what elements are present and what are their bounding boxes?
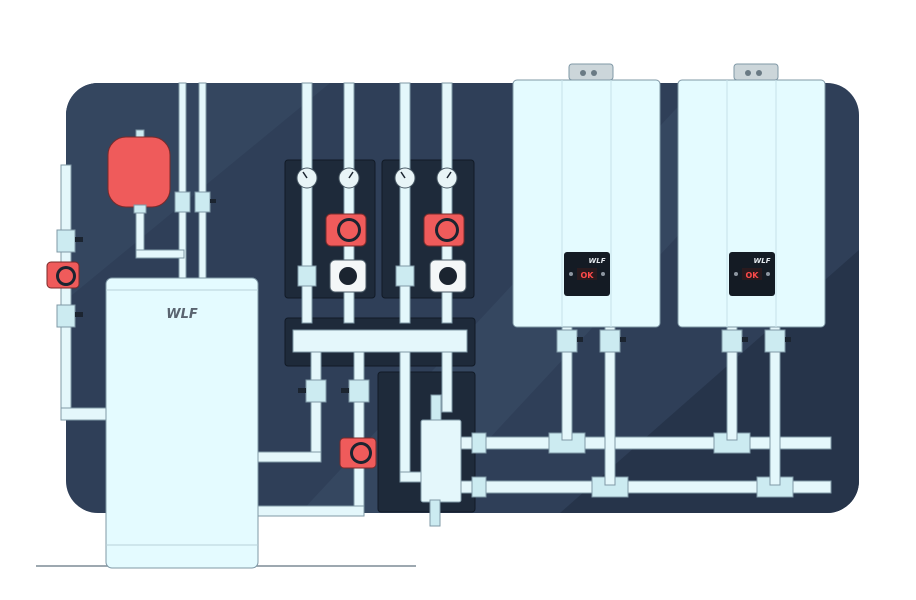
circulation-pump-icon xyxy=(423,213,465,247)
boiler-header-pipes xyxy=(460,324,832,498)
pump-group-2 xyxy=(394,167,467,293)
boiler-unit-1: WLF OK xyxy=(512,63,661,328)
circulation-pump-icon xyxy=(325,213,367,247)
circulation-pump-icon xyxy=(339,437,377,469)
expansion-vessel-icon xyxy=(107,129,171,214)
boiler-logo: WLF xyxy=(754,257,771,265)
boiler-logo: WLF xyxy=(589,257,606,265)
distribution-manifold xyxy=(292,329,468,353)
mixing-valve-icon xyxy=(297,259,367,293)
boiler-unit-2: WLF OK xyxy=(677,63,826,328)
storage-tank-logo: WLF xyxy=(166,307,198,322)
mixing-valve-icon xyxy=(395,259,467,293)
ball-valve-icon xyxy=(174,191,216,213)
circulation-pump-icon xyxy=(46,261,80,289)
storage-tank: WLF xyxy=(105,277,259,569)
ball-valve-icon xyxy=(56,229,83,328)
pump-group-1 xyxy=(296,167,367,293)
boiler-display: OK xyxy=(746,271,760,280)
hydraulic-separator-icon xyxy=(420,394,462,527)
boiler-display: OK xyxy=(581,271,595,280)
supply-pipes xyxy=(60,82,453,421)
return-pipes xyxy=(254,351,453,517)
